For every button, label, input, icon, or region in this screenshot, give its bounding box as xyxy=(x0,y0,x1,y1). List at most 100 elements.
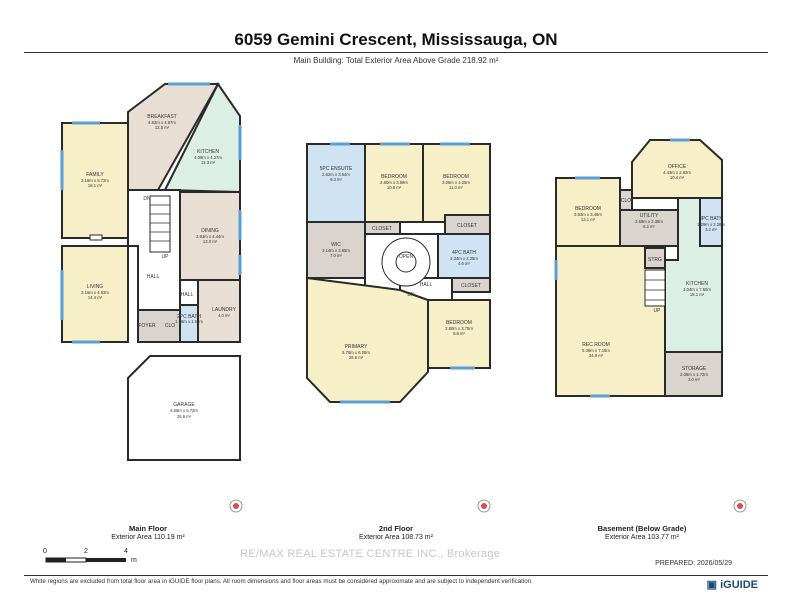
svg-text:4.62m x 4.67m: 4.62m x 4.67m xyxy=(148,120,176,125)
compass-icon xyxy=(733,499,747,513)
label-storage: STORAGE xyxy=(682,366,707,372)
svg-text:3.18m x 5.72m: 3.18m x 5.72m xyxy=(81,178,109,183)
label-rec: REC ROOM xyxy=(582,342,610,348)
room-storage xyxy=(664,351,723,397)
svg-text:3.04m x 7.50m: 3.04m x 7.50m xyxy=(683,287,711,292)
svg-text:28.6 m²: 28.6 m² xyxy=(349,355,364,360)
svg-text:26.6 m²: 26.6 m² xyxy=(177,414,192,419)
floor-area-main: Exterior Area 110.19 m² xyxy=(111,534,185,541)
page-subtitle: Main Building: Total Exterior Area Above… xyxy=(293,56,499,65)
label-up-main: UP xyxy=(162,254,170,260)
label-breakfast: BREAKFAST xyxy=(147,114,176,120)
room-garage xyxy=(127,355,241,461)
svg-text:2.34m x 2.25m: 2.34m x 2.25m xyxy=(450,256,478,261)
svg-text:2.62m x 3.54m: 2.62m x 3.54m xyxy=(322,172,350,177)
svg-text:9.3 m²: 9.3 m² xyxy=(330,177,342,182)
svg-text:3.06m x 4.25m: 3.06m x 4.25m xyxy=(442,180,470,185)
room-strg xyxy=(644,247,666,269)
compass-icon xyxy=(229,499,243,513)
title-rule xyxy=(24,52,768,53)
label-foyer: FOYER xyxy=(138,323,156,329)
svg-text:18.1 m²: 18.1 m² xyxy=(690,292,705,297)
svg-text:12.3 m²: 12.3 m² xyxy=(201,160,216,165)
label-clo-b: CLO xyxy=(621,198,631,204)
svg-text:4.09m x 4.27m: 4.09m x 4.27m xyxy=(194,155,222,160)
svg-text:10.4 m²: 10.4 m² xyxy=(670,175,685,180)
label-primary: PRIMARY xyxy=(345,344,368,350)
svg-text:2.80m x 3.89m: 2.80m x 3.89m xyxy=(380,180,408,185)
label-kitchen-main: KITCHEN xyxy=(197,149,219,155)
label-hall-main: HALL xyxy=(147,274,160,280)
label-2pc-bath: 2PC BATH xyxy=(177,314,201,320)
svg-text:3.16m x 4.53m: 3.16m x 4.53m xyxy=(81,290,109,295)
svg-text:3.2 m²: 3.2 m² xyxy=(705,227,717,232)
label-dn-main: DN xyxy=(143,196,151,202)
svg-text:18.1 m²: 18.1 m² xyxy=(88,183,103,188)
svg-text:9.8 m²: 9.8 m² xyxy=(453,331,465,336)
label-closet-c: CLOSET xyxy=(461,283,481,289)
label-closet-a: CLOSET xyxy=(372,226,392,232)
logo-icon: ▣ xyxy=(706,579,721,591)
floor-label-main: Main Floor xyxy=(129,524,167,533)
label-wic: WIC xyxy=(331,242,341,248)
label-4pc-bath: 4PC BATH xyxy=(452,250,476,256)
windows xyxy=(60,82,690,404)
floor-area-basement: Exterior Area 103.77 m² xyxy=(605,534,679,541)
iguide-logo: ▣ iGUIDE xyxy=(706,579,758,591)
label-hall-small: HALL xyxy=(181,292,194,298)
label-dn-2: DN xyxy=(407,292,415,298)
scale-bar xyxy=(45,557,126,563)
scale-tick-2: 2 xyxy=(84,548,88,555)
room-foyer xyxy=(137,309,181,343)
floor-label-2nd: 2nd Floor xyxy=(378,524,414,533)
svg-text:13.1 m²: 13.1 m² xyxy=(581,217,596,222)
label-family: FAMILY xyxy=(86,172,104,178)
label-bedroom-2b: BEDROOM xyxy=(443,174,469,180)
label-kitchen-b: KITCHEN xyxy=(686,281,708,287)
compass-icon xyxy=(477,499,491,513)
scale-tick-4: 4 xyxy=(124,548,128,555)
room-primary xyxy=(306,276,429,403)
svg-text:11.0 m²: 11.0 m² xyxy=(449,185,463,190)
svg-text:1.56m x 1.52m: 1.56m x 1.52m xyxy=(175,319,203,324)
svg-text:3.93m x 3.46m: 3.93m x 3.46m xyxy=(574,212,602,217)
compass-icons xyxy=(229,499,747,513)
label-closet-b: CLOSET xyxy=(457,223,477,229)
label-3pc-bath: 3PC BATH xyxy=(699,216,723,222)
svg-text:12.8 m²: 12.8 m² xyxy=(155,125,170,130)
label-bedroom-2c: BEDROOM xyxy=(446,320,472,326)
svg-text:7.0 m²: 7.0 m² xyxy=(330,253,342,258)
label-hall-2: HALL xyxy=(420,282,433,288)
scale-tick-0: 0 xyxy=(43,548,47,555)
svg-text:2.08m x 1.72m: 2.08m x 1.72m xyxy=(680,372,708,377)
room-bedroom-2c xyxy=(427,299,491,369)
svg-text:2.69m x 2.38m: 2.69m x 2.38m xyxy=(635,219,663,224)
label-living: LIVING xyxy=(87,284,104,290)
label-laundry: LAUNDRY xyxy=(212,307,236,313)
prepared-date: PREPARED: 2026/05/29 xyxy=(655,560,732,567)
label-bedroom-2a: BEDROOM xyxy=(381,174,407,180)
label-clo-main: CLO xyxy=(165,323,175,329)
svg-text:6.2 m²: 6.2 m² xyxy=(643,224,655,229)
main-floor-plan xyxy=(61,82,241,461)
footer-rule xyxy=(24,575,768,576)
stair-main xyxy=(149,195,171,253)
svg-text:4.6 m²: 4.6 m² xyxy=(458,261,470,266)
page-title: 6059 Gemini Crescent, Mississauga, ON xyxy=(234,30,558,49)
basement-plan xyxy=(555,139,723,397)
svg-text:2.80m x 3.75m: 2.80m x 3.75m xyxy=(445,326,473,331)
label-strg: STRG xyxy=(648,257,662,263)
room-ensuite xyxy=(306,143,366,223)
stair-basement xyxy=(644,269,666,307)
svg-text:1.29m x 2.26m: 1.29m x 2.26m xyxy=(697,222,725,227)
svg-text:4.0 m²: 4.0 m² xyxy=(218,313,230,318)
svg-text:13.0 m²: 13.0 m² xyxy=(203,239,218,244)
label-dining: DINING xyxy=(201,228,219,234)
label-up-b: UP xyxy=(654,308,662,314)
room-breakfast xyxy=(127,83,220,191)
label-bedroom-b: BEDROOM xyxy=(575,206,601,212)
room-labels: BREAKFAST 4.62m x 4.67m 12.8 m² KITCHEN … xyxy=(81,114,725,419)
room-hall-small xyxy=(179,279,199,306)
label-open: OPEN xyxy=(399,254,414,260)
